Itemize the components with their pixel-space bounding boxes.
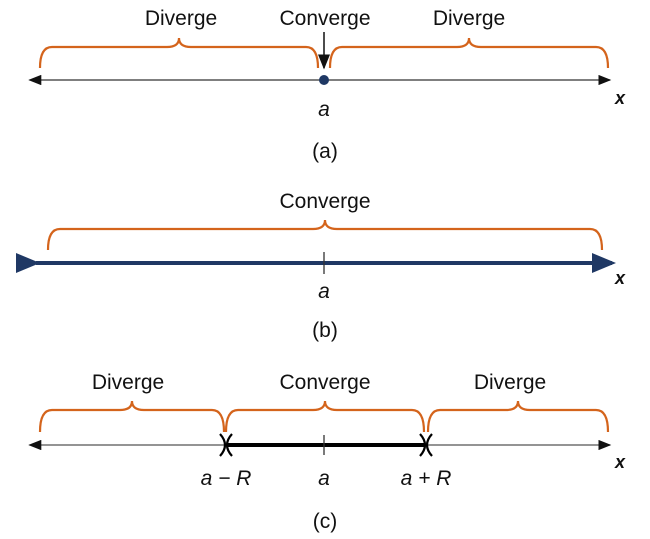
label-a: a bbox=[318, 280, 330, 303]
label-converge: Converge bbox=[279, 371, 370, 394]
panel-a: Diverge Converge Diverge a x (a) bbox=[28, 7, 626, 163]
label-a-plus-r: a + R bbox=[401, 467, 452, 490]
right-endpoint-marker bbox=[419, 433, 433, 457]
label-converge: Converge bbox=[279, 190, 370, 213]
label-converge: Converge bbox=[279, 7, 370, 30]
label-diverge-right: Diverge bbox=[474, 371, 546, 394]
brace-diverge-right-c bbox=[426, 400, 610, 433]
brace-diverge-left-c bbox=[38, 400, 226, 433]
label-a: a bbox=[318, 98, 330, 121]
label-diverge-left: Diverge bbox=[92, 371, 164, 394]
label-a-minus-r: a − R bbox=[201, 467, 252, 490]
left-endpoint-marker bbox=[219, 433, 233, 457]
axis-x: x bbox=[614, 268, 626, 288]
brace-converge-b bbox=[46, 219, 604, 251]
label-a: a bbox=[318, 467, 330, 490]
label-diverge-left: Diverge bbox=[145, 7, 217, 30]
panel-c: Diverge Converge Diverge a − R a a + R x… bbox=[28, 371, 626, 533]
label-diverge-right: Diverge bbox=[433, 7, 505, 30]
caption-c: (c) bbox=[313, 510, 338, 533]
panel-b: Converge a x (b) bbox=[16, 190, 626, 342]
brace-diverge-left-a bbox=[38, 37, 320, 69]
axis-x: x bbox=[614, 88, 626, 108]
point-a bbox=[319, 75, 329, 85]
axis-x: x bbox=[614, 452, 626, 472]
caption-b: (b) bbox=[312, 319, 338, 342]
caption-a: (a) bbox=[312, 140, 338, 163]
brace-converge-c bbox=[224, 400, 426, 433]
brace-diverge-right-a bbox=[328, 37, 610, 69]
